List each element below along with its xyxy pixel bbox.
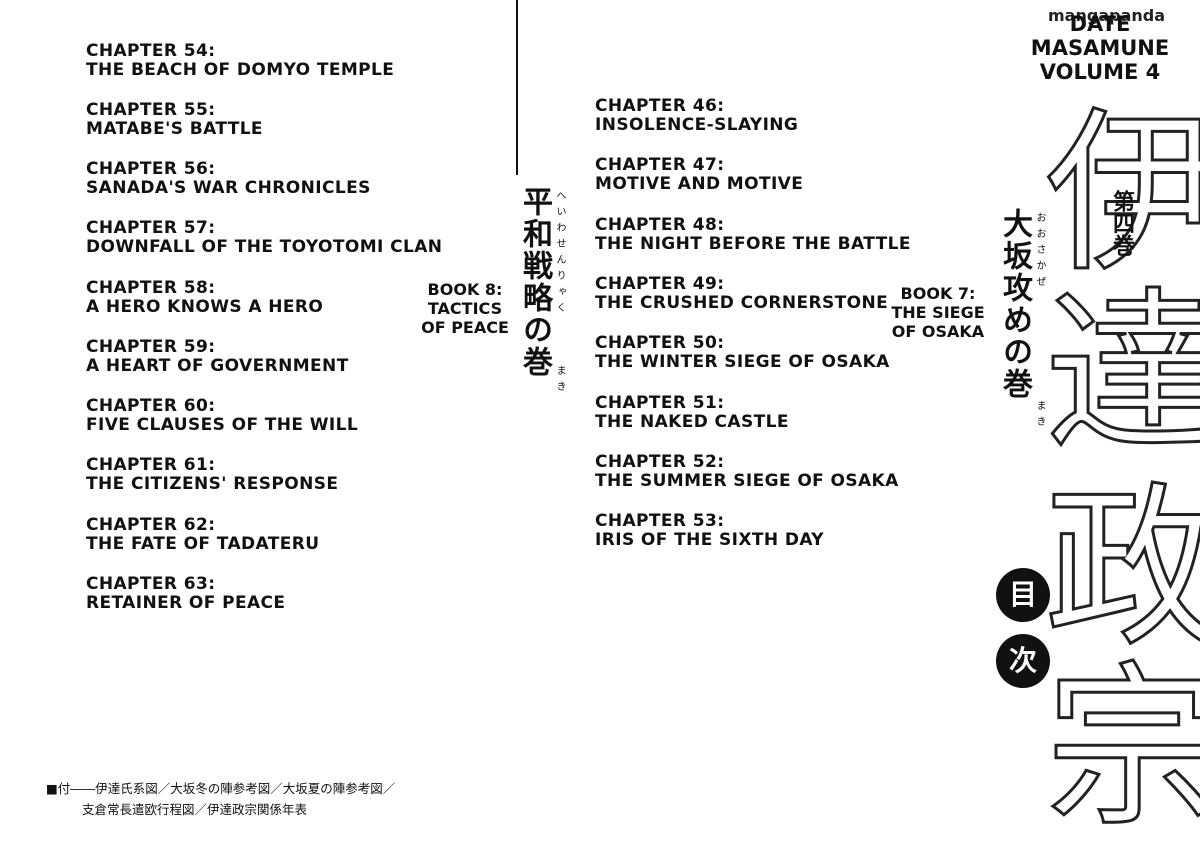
chapter-title: INSOLENCE-SLAYING [595, 115, 799, 135]
chapter-55: CHAPTER 55:MATABE'S BATTLE [86, 101, 263, 139]
book8-furigana: へいわせんりゃく [554, 190, 565, 318]
chapter-number: CHAPTER 62: [86, 515, 216, 535]
chapter-54: CHAPTER 54:THE BEACH OF DOMYO TEMPLE [86, 42, 394, 80]
chapter-number: CHAPTER 46: [595, 96, 725, 116]
chapter-title: THE WINTER SIEGE OF OSAKA [595, 352, 890, 372]
volume-number: VOLUME 4 [1039, 60, 1161, 84]
chapter-number: CHAPTER 61: [86, 455, 216, 475]
chapter-title: THE FATE OF TADATERU [86, 534, 320, 554]
chapter-title: DOWNFALL OF THE TOYOTOMI CLAN [86, 237, 443, 257]
watermark-logo: mangapanda [1048, 6, 1165, 25]
chapter-number: CHAPTER 63: [86, 574, 216, 594]
chapter-title: THE SUMMER SIEGE OF OSAKA [595, 471, 899, 491]
chapter-number: CHAPTER 50: [595, 333, 725, 353]
contents-circle-1: 目 [996, 568, 1050, 622]
chapter-title: MATABE'S BATTLE [86, 119, 263, 139]
chapter-title: THE BEACH OF DOMYO TEMPLE [86, 60, 395, 80]
page-divider [516, 0, 518, 175]
chapter-53: CHAPTER 53:IRIS OF THE SIXTH DAY [595, 512, 824, 550]
appendix-note-line2: 支倉常長遣欧行程図／伊達政宗関係年表 [82, 802, 308, 817]
chapter-52: CHAPTER 52:THE SUMMER SIEGE OF OSAKA [595, 453, 899, 491]
series-title-line2: MASAMUNE [1030, 36, 1170, 60]
book8-japanese-title: 平和戦略の巻 [517, 186, 552, 378]
chapter-number: CHAPTER 48: [595, 215, 725, 235]
chapter-number: CHAPTER 59: [86, 337, 216, 357]
chapter-number: CHAPTER 60: [86, 396, 216, 416]
chapter-number: CHAPTER 55: [86, 100, 216, 120]
chapter-49: CHAPTER 49:THE CRUSHED CORNERSTONE [595, 275, 888, 313]
volume-title: DATE MASAMUNE VOLUME 4 [1010, 12, 1190, 84]
chapter-number: CHAPTER 58: [86, 278, 216, 298]
chapter-47: CHAPTER 47:MOTIVE AND MOTIVE [595, 156, 803, 194]
chapter-57: CHAPTER 57:DOWNFALL OF THE TOYOTOMI CLAN [86, 219, 442, 257]
appendix-note: ■付――伊達氏系図／大坂冬の陣参考図／大坂夏の陣参考図／ 支倉常長遣欧行程図／伊… [46, 778, 395, 820]
title-kanji-3: 政 [1044, 468, 1200, 671]
chapter-59: CHAPTER 59:A HEART OF GOVERNMENT [86, 338, 349, 376]
chapter-number: CHAPTER 54: [86, 41, 216, 61]
chapter-title: MOTIVE AND MOTIVE [595, 174, 804, 194]
chapter-title: THE CITIZENS' RESPONSE [86, 474, 339, 494]
chapter-title: A HERO KNOWS A HERO [86, 297, 324, 317]
chapter-58: CHAPTER 58:A HERO KNOWS A HERO [86, 279, 323, 317]
series-title-line1: DATE [1069, 12, 1131, 36]
chapter-number: CHAPTER 53: [595, 511, 725, 531]
title-kanji-4: 宗 [1044, 648, 1200, 851]
chapter-number: CHAPTER 47: [595, 155, 725, 175]
book7-label: BOOK 7: THE SIEGE OF OSAKA [891, 284, 985, 341]
chapter-62: CHAPTER 62:THE FATE OF TADATERU [86, 516, 319, 554]
chapter-title: RETAINER OF PEACE [86, 593, 286, 613]
chapter-title: IRIS OF THE SIXTH DAY [595, 530, 825, 550]
chapter-63: CHAPTER 63:RETAINER OF PEACE [86, 575, 285, 613]
chapter-title: THE NIGHT BEFORE THE BATTLE [595, 234, 911, 254]
chapter-48: CHAPTER 48:THE NIGHT BEFORE THE BATTLE [595, 216, 911, 254]
chapter-51: CHAPTER 51:THE NAKED CASTLE [595, 394, 789, 432]
book7-japanese-title: 大坂攻めの巻 [997, 208, 1032, 400]
chapter-46: CHAPTER 46:INSOLENCE-SLAYING [595, 97, 798, 135]
volume-japanese: 第四巻 [1109, 190, 1135, 256]
chapter-56: CHAPTER 56:SANADA'S WAR CHRONICLES [86, 160, 371, 198]
chapter-title: FIVE CLAUSES OF THE WILL [86, 415, 359, 435]
chapter-number: CHAPTER 57: [86, 218, 216, 238]
appendix-note-line1: ■付――伊達氏系図／大坂冬の陣参考図／大坂夏の陣参考図／ [46, 781, 396, 796]
chapter-number: CHAPTER 56: [86, 159, 216, 179]
chapter-50: CHAPTER 50:THE WINTER SIEGE OF OSAKA [595, 334, 890, 372]
book7-furigana: おおさかぜ [1034, 212, 1045, 292]
chapter-number: CHAPTER 49: [595, 274, 725, 294]
chapter-title: THE NAKED CASTLE [595, 412, 789, 432]
chapter-number: CHAPTER 52: [595, 452, 725, 472]
chapter-60: CHAPTER 60:FIVE CLAUSES OF THE WILL [86, 397, 358, 435]
book8-label: BOOK 8: TACTICS OF PEACE [421, 280, 509, 337]
contents-circle-2: 次 [996, 634, 1050, 688]
chapter-61: CHAPTER 61:THE CITIZENS' RESPONSE [86, 456, 338, 494]
title-kanji-2: 達 [1044, 273, 1200, 476]
chapter-title: SANADA'S WAR CHRONICLES [86, 178, 371, 198]
book8-furigana-maki: まき [554, 365, 565, 397]
title-kanji-1: 伊 [1044, 93, 1200, 296]
chapter-title: A HEART OF GOVERNMENT [86, 356, 349, 376]
book7-furigana-maki: まき [1034, 400, 1045, 432]
chapter-number: CHAPTER 51: [595, 393, 725, 413]
chapter-title: THE CRUSHED CORNERSTONE [595, 293, 889, 313]
